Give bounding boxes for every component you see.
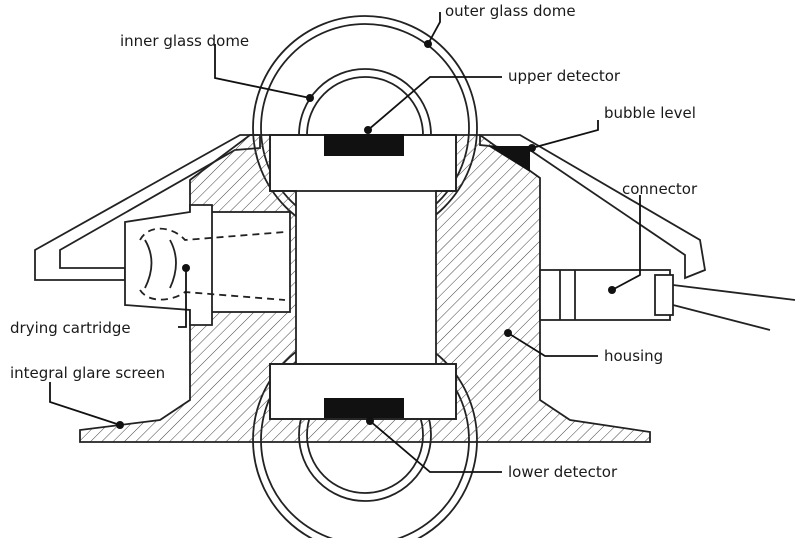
leader-connector [608, 195, 641, 294]
leader-housing [504, 329, 598, 357]
leader-lower-detector [366, 417, 502, 473]
label-lower-detector: lower detector [508, 463, 618, 481]
label-integral-glare-screen: integral glare screen [10, 364, 165, 382]
leader-outer-glass-dome [424, 12, 441, 48]
connector-cable [672, 284, 796, 331]
leader-upper-detector [364, 76, 502, 134]
lower-detector-shape [324, 398, 404, 418]
label-upper-detector: upper detector [508, 67, 621, 85]
drying-cartridge-shape [124, 204, 213, 326]
label-housing: housing [604, 347, 663, 365]
label-outer-glass-dome: outer glass dome [445, 2, 576, 20]
upper-detector-shape [324, 134, 404, 156]
leader-integral-glare-screen [49, 382, 124, 429]
label-inner-glass-dome: inner glass dome [120, 32, 249, 50]
leader-inner-glass-dome [214, 44, 314, 102]
drying-cartridge-inner [139, 227, 286, 301]
leader-drying-cartridge [178, 264, 190, 328]
bubble-level-shape [488, 146, 530, 172]
central-bore [296, 190, 436, 366]
leader-bubble-level [528, 120, 599, 152]
label-connector: connector [622, 180, 698, 198]
label-bubble-level: bubble level [604, 104, 696, 122]
label-drying-cartridge: drying cartridge [10, 319, 131, 337]
